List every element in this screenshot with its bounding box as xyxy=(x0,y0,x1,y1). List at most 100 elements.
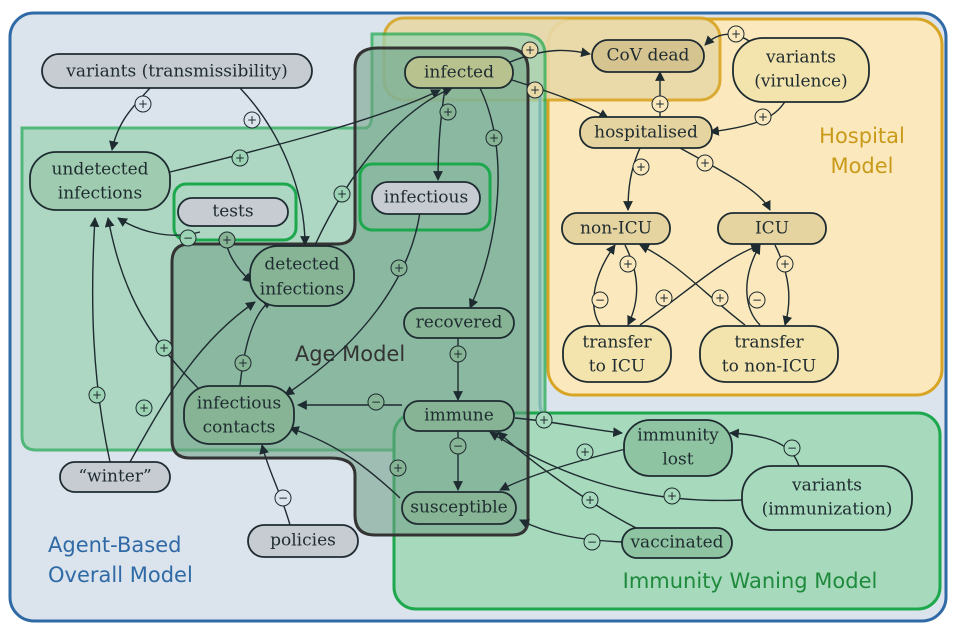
node-transfer-to-non-icu: transfer to non-ICU xyxy=(699,325,839,383)
sign-variantsimm-immune: + xyxy=(663,487,681,505)
svg-text:+: + xyxy=(138,97,148,111)
sign-vir-hosp: + xyxy=(754,108,772,126)
sign-immune-contacts: − xyxy=(367,393,385,411)
svg-text:+: + xyxy=(623,257,633,271)
edge-nonicu-to-transfericu-2 xyxy=(624,244,638,326)
svg-text:+: + xyxy=(659,291,669,305)
edge-hospitalised-to-nonicu xyxy=(623,147,641,211)
svg-text:variants: variants xyxy=(791,476,862,496)
svg-text:ICU: ICU xyxy=(755,219,789,239)
sign-detected-infected: + xyxy=(333,185,351,203)
agent-based-label-2: Overall Model xyxy=(48,563,193,587)
node-icu: ICU xyxy=(717,212,827,245)
sign-variantsimm-immunitylost: − xyxy=(783,439,801,457)
edge-susceptible-to-contacts xyxy=(289,426,401,499)
edge-contacts-to-undetected xyxy=(104,217,201,391)
sign-winter-undetected: + xyxy=(88,386,106,404)
svg-text:transfer: transfer xyxy=(734,333,804,353)
node-detected-infections: detected infections xyxy=(249,245,355,307)
sign-infectious-contacts: + xyxy=(390,259,408,277)
sign-hosp-dead: + xyxy=(651,95,669,113)
svg-text:variants (transmissibility): variants (transmissibility) xyxy=(65,62,287,82)
svg-text:lost: lost xyxy=(662,450,693,470)
sign-immune-immunitylost: + xyxy=(535,411,553,429)
svg-text:contacts: contacts xyxy=(203,418,276,438)
sign-vaccinated-immune: + xyxy=(581,491,599,509)
sign-infected-dead: + xyxy=(521,41,539,59)
node-recovered: recovered xyxy=(403,307,515,339)
svg-text:−: − xyxy=(278,491,288,505)
edge-variants-to-undetected xyxy=(109,87,151,151)
edge-winter-to-detected xyxy=(129,301,256,463)
svg-text:−: − xyxy=(752,293,762,307)
edge-infected-to-infectious xyxy=(433,87,446,181)
svg-text:+: + xyxy=(159,341,169,355)
svg-text:+: + xyxy=(247,113,257,127)
edge-variants-to-detected xyxy=(239,87,310,246)
age-model-label: Age Model xyxy=(295,342,405,366)
sign-infected-infectious: + xyxy=(439,103,457,121)
svg-text:“winter”: “winter” xyxy=(78,467,151,487)
sign-contacts-detected: + xyxy=(234,354,252,372)
svg-text:+: + xyxy=(758,110,768,124)
node-immune: immune xyxy=(403,400,515,432)
edge-infectious-to-contacts xyxy=(284,211,421,396)
svg-text:+: + xyxy=(393,461,403,475)
sign-transfericu-icu-plus: + xyxy=(655,289,673,307)
sign-infected-hospitalised: + xyxy=(526,81,544,99)
svg-text:hospitalised: hospitalised xyxy=(594,123,698,143)
sign-infected-recovered: + xyxy=(485,129,503,147)
svg-text:+: + xyxy=(667,489,677,503)
sign-vir-dead: + xyxy=(727,25,745,43)
sign-immune-susceptible: − xyxy=(449,437,467,455)
svg-text:infectious: infectious xyxy=(197,394,281,414)
svg-text:+: + xyxy=(580,445,590,459)
node-undetected-infections: undetected infections xyxy=(29,151,171,211)
node-winter: “winter” xyxy=(59,461,171,493)
svg-text:(virulence): (virulence) xyxy=(754,72,847,92)
sign-transfericu-nonicu-minus: − xyxy=(591,291,609,309)
node-variants-transmissibility: variants (transmissibility) xyxy=(41,53,313,89)
agent-based-label-1: Agent-Based xyxy=(48,533,181,557)
edge-variantsimm-to-immunitylost xyxy=(729,428,801,471)
svg-text:immunity: immunity xyxy=(637,426,719,446)
svg-text:+: + xyxy=(238,356,248,370)
edge-infected-to-cov-dead xyxy=(509,47,591,63)
svg-text:+: + xyxy=(394,261,404,275)
svg-text:susceptible: susceptible xyxy=(410,498,508,518)
svg-text:infectious: infectious xyxy=(384,188,468,208)
svg-text:+: + xyxy=(139,401,149,415)
edge-undetected-to-infected xyxy=(169,89,441,173)
edge-nonicu-to-transfericu-1 xyxy=(593,244,616,326)
sign-immunitylost-susceptible: + xyxy=(576,443,594,461)
hospital-label-1: Hospital xyxy=(819,124,905,148)
svg-text:variants: variants xyxy=(765,48,836,68)
node-variants-immunization: variants (immunization) xyxy=(741,465,913,531)
edge-vaccinated-to-susceptible xyxy=(519,519,623,543)
svg-text:policies: policies xyxy=(270,531,336,551)
immunity-label: Immunity Waning Model xyxy=(623,569,878,593)
node-hospitalised: hospitalised xyxy=(579,116,713,149)
svg-text:non-ICU: non-ICU xyxy=(580,219,652,239)
svg-text:+: + xyxy=(636,160,646,174)
sign-policies-contacts: − xyxy=(274,489,292,507)
edge-infected-to-recovered xyxy=(469,87,499,309)
edge-transfericu-to-icu xyxy=(639,243,761,326)
svg-text:−: − xyxy=(371,395,381,409)
svg-text:−: − xyxy=(787,441,797,455)
svg-text:infections: infections xyxy=(58,184,142,204)
edge-vaccinated-to-immune xyxy=(497,431,641,531)
sign-var-detected: + xyxy=(243,111,261,129)
node-susceptible: susceptible xyxy=(401,491,517,525)
svg-text:detected: detected xyxy=(264,255,339,275)
edge-hospitalised-to-icu xyxy=(679,147,771,211)
svg-text:+: + xyxy=(530,83,540,97)
svg-text:+: + xyxy=(585,493,595,507)
svg-text:+: + xyxy=(489,131,499,145)
edge-winter-to-undetected xyxy=(89,217,111,463)
svg-text:to ICU: to ICU xyxy=(589,357,646,377)
svg-text:transfer: transfer xyxy=(582,333,652,353)
sign-icu-transfernon-plus: + xyxy=(776,255,794,273)
svg-text:+: + xyxy=(731,27,741,41)
